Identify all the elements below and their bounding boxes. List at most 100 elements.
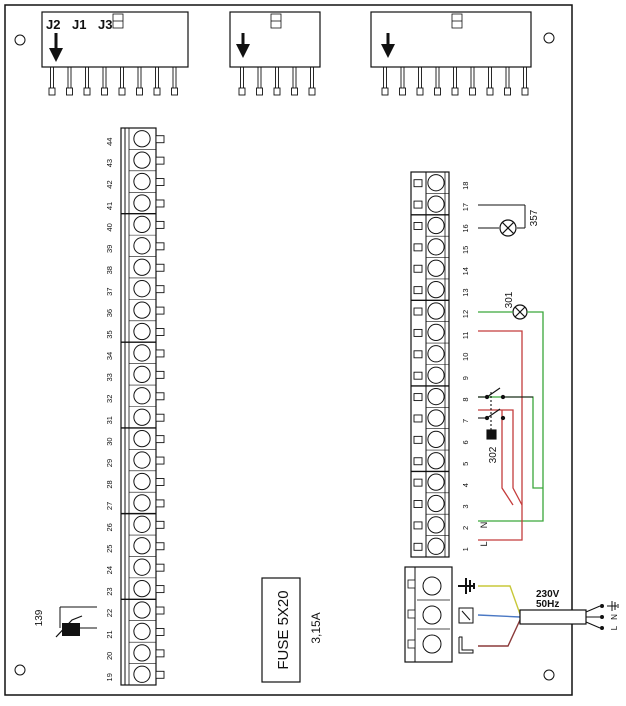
terminal-number: 39 (105, 245, 114, 253)
terminal-39: 39 (105, 234, 165, 255)
header-pin (66, 67, 73, 96)
terminal-32: 32 (105, 384, 165, 405)
terminal-44: 44 (105, 130, 165, 148)
terminal-block-left: 4443424140393837363534333231302928272625… (105, 127, 165, 686)
terminal-number: 32 (105, 395, 114, 403)
terminal-41: 41 (105, 191, 165, 212)
terminal-number: 37 (105, 288, 114, 296)
header-pin (399, 67, 406, 96)
terminal-31: 31 (105, 406, 165, 426)
supply-voltage: 230V (536, 589, 560, 600)
wire-neutral-blue (477, 614, 521, 618)
terminal-19: 19 (105, 663, 165, 683)
terminal-20: 20 (105, 641, 165, 662)
terminal-number: 41 (105, 202, 114, 210)
header-pin (238, 67, 246, 96)
terminal-number: 21 (105, 630, 114, 638)
terminal-25: 25 (105, 534, 165, 555)
connector-j-middle (229, 11, 321, 96)
connector-j-left (41, 11, 189, 96)
relay-302 (478, 387, 533, 440)
terminal-15: 15 (413, 235, 470, 256)
terminal-number: 34 (105, 352, 114, 360)
terminal-3: 3 (413, 492, 470, 513)
label-j1: J1 (72, 17, 86, 32)
terminal-6: 6 (413, 428, 470, 448)
header-pin (118, 67, 126, 96)
terminal-number: 5 (461, 462, 470, 466)
terminal-number: 19 (105, 673, 114, 681)
terminal-number: 29 (105, 459, 114, 467)
ground-icon (458, 578, 475, 594)
terminal-13: 13 (413, 278, 470, 299)
terminal-number: 8 (461, 397, 470, 401)
mounting-hole-bottom-right (543, 669, 555, 681)
lamp-b-label: 301 (504, 291, 515, 308)
terminal-17: 17 (413, 193, 470, 213)
header-pin (136, 67, 143, 96)
terminal-36: 36 (105, 299, 165, 319)
terminal-number: 1 (461, 547, 470, 551)
terminal-number: 27 (105, 502, 114, 510)
terminal-11: 11 (413, 321, 470, 342)
terminal-28: 28 (105, 470, 165, 491)
header-pin (486, 67, 494, 96)
terminal-1: 1 (413, 535, 470, 555)
header-pin (171, 67, 178, 96)
terminal-number: 18 (461, 182, 470, 190)
header-pin (469, 67, 476, 96)
header-pin (256, 67, 263, 96)
neutral-symbol (458, 607, 474, 624)
relay-label: 302 (488, 446, 499, 463)
header-pin (291, 67, 298, 96)
header-pin (153, 67, 161, 96)
lamp-a-label: 357 (529, 209, 540, 226)
fuse-type-label: FUSE 5X20 (275, 590, 292, 669)
header-pin (416, 67, 424, 96)
header-pin (273, 67, 281, 96)
terminal-37: 37 (105, 277, 165, 298)
terminal-7: 7 (413, 406, 470, 427)
header-pin (504, 67, 511, 96)
terminal-number: 33 (105, 373, 114, 381)
terminal-29: 29 (105, 449, 165, 469)
terminal-21: 21 (105, 620, 165, 641)
header-pin (451, 67, 459, 96)
connector-j-right (370, 11, 532, 96)
terminal-33: 33 (105, 363, 165, 384)
fuse-box (261, 577, 301, 683)
lamp-301 (512, 304, 528, 320)
terminal-number: 17 (461, 203, 470, 211)
terminal-number: 6 (461, 440, 470, 444)
header-pin (308, 67, 316, 96)
terminal-number: 31 (105, 416, 114, 424)
fuse-rating-label: 3,15A (309, 612, 323, 643)
mounting-hole-bottom-left (14, 664, 26, 676)
terminal-23: 23 (105, 577, 165, 598)
terminal-number: 28 (105, 480, 114, 488)
cable-end-l-label: L (610, 625, 619, 630)
terminal-number: 4 (461, 483, 470, 487)
supply-frequency: 50Hz (536, 599, 559, 610)
terminal-number: 3 (461, 504, 470, 508)
terminal-number: 12 (461, 310, 470, 318)
mounting-hole-top-right (543, 32, 555, 44)
terminal-2: 2 (413, 513, 470, 534)
terminal-number: 2 (461, 526, 470, 530)
terminal-number: 42 (105, 180, 114, 188)
terminal-27: 27 (105, 491, 165, 512)
header-pin (521, 67, 529, 96)
terminal-38: 38 (105, 256, 165, 276)
terminal-number: 35 (105, 330, 114, 338)
terminal-10: 10 (413, 342, 470, 363)
terminal-35: 35 (105, 320, 165, 341)
terminal-number: 44 (105, 138, 114, 146)
terminal-24: 24 (105, 556, 165, 576)
cable-end-n-label: N (610, 614, 619, 620)
terminal-l-label: L (479, 541, 489, 546)
wire-earth-yellow (478, 585, 521, 615)
terminal-number: 14 (461, 267, 470, 275)
terminal-number: 15 (461, 246, 470, 254)
